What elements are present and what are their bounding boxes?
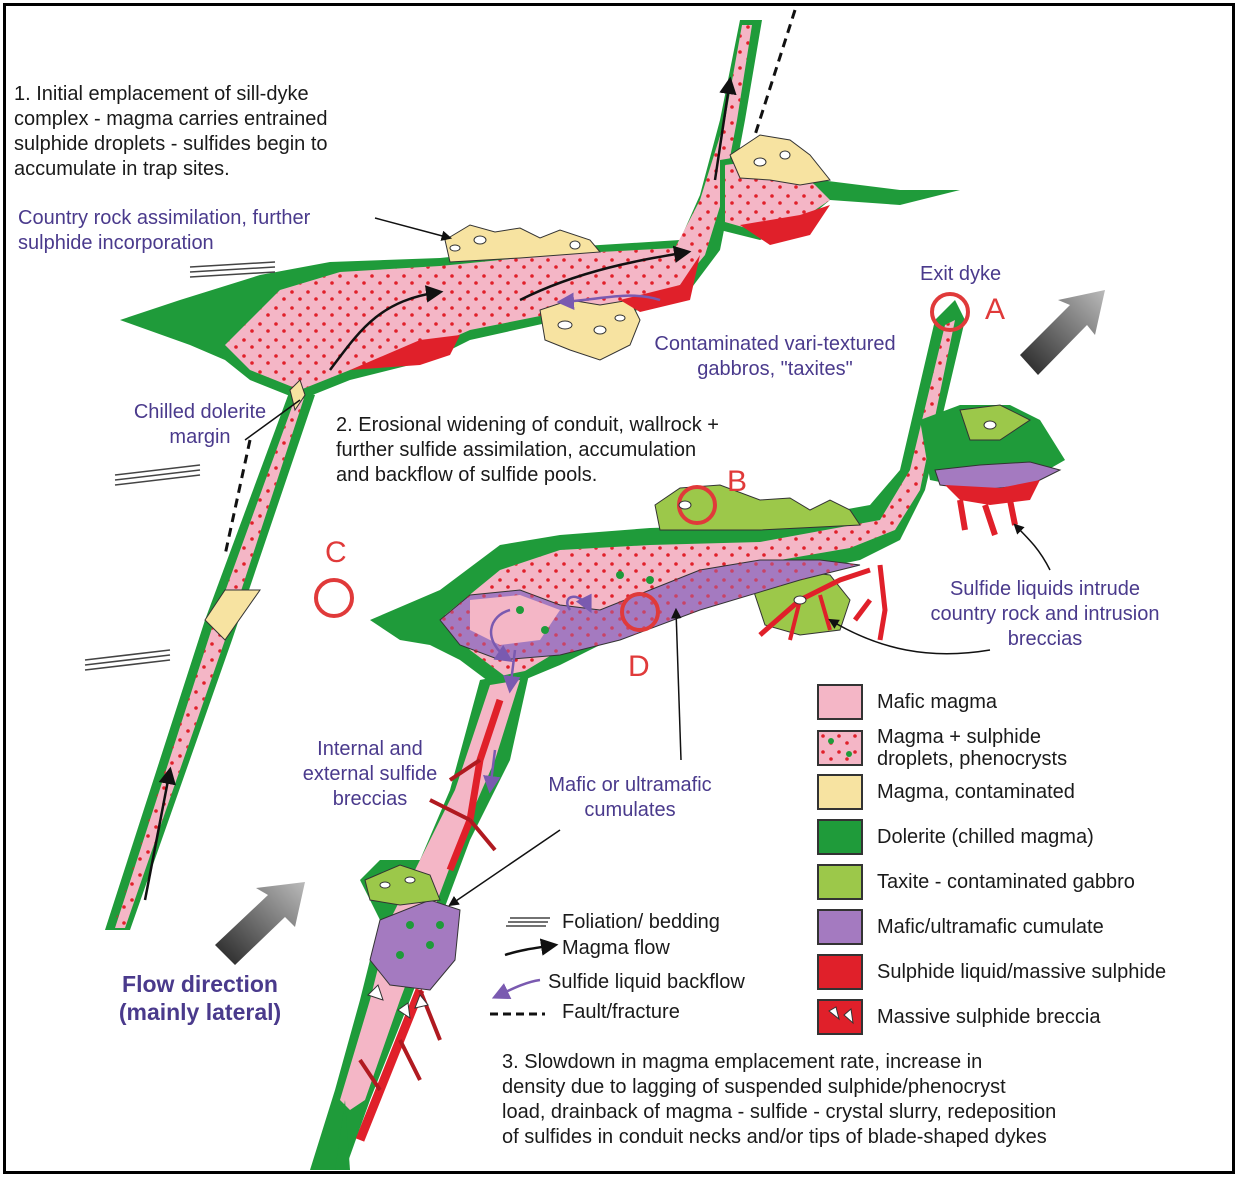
locality-b: B [727,467,747,497]
breccias-label: Internal and external sulfide breccias [280,737,460,812]
legend-swatch [817,684,863,720]
legend-item: Mafic magma [817,684,997,720]
flow-direction-label: Flow direction (mainly lateral) [85,970,315,1026]
legend-label: Dolerite (chilled magma) [877,826,1094,848]
key-magma-flow: Magma flow [562,936,670,961]
legend-label: Mafic/ultramafic cumulate [877,916,1104,938]
legend-item: Dolerite (chilled magma) [817,819,1094,855]
key-symbols [490,918,555,1014]
legend-swatch [817,909,863,945]
legend-label: Sulphide liquid/massive sulphide [877,961,1166,983]
country-rock-label: Country rock assimilation, further sulph… [18,206,388,256]
legend-label: Magma + sulphide droplets, phenocrysts [877,726,1067,770]
locality-circle-c [316,580,352,616]
legend-item: Taxite - contaminated gabbro [817,864,1135,900]
legend-swatch [817,864,863,900]
upper-contaminated-magma [730,135,830,185]
locality-d: D [628,652,650,682]
legend-label: Mafic magma [877,691,997,713]
step-1-caption: 1. Initial emplacement of sill-dyke comp… [14,82,434,182]
legend-item: Magma + sulphide droplets, phenocrysts [817,726,1067,770]
sulfide-intrude-label: Sulfide liquids intrude country rock and… [895,577,1195,652]
legend-item: Magma, contaminated [817,774,1075,810]
legend-item: Sulphide liquid/massive sulphide [817,954,1166,990]
legend-swatch [817,730,863,766]
legend-swatch [817,999,863,1035]
locality-c: C [325,538,347,568]
key-backflow: Sulfide liquid backflow [548,970,745,995]
key-foliation: Foliation/ bedding [562,910,720,935]
key-fault: Fault/fracture [562,1000,680,1025]
taxites-label: Contaminated vari-textured gabbros, "tax… [640,332,910,382]
legend-swatch [817,954,863,990]
legend-swatch [817,774,863,810]
legend-item: Massive sulphide breccia [817,999,1100,1035]
legend-item: Mafic/ultramafic cumulate [817,909,1104,945]
legend-label: Massive sulphide breccia [877,1006,1100,1028]
locality-a: A [985,295,1005,325]
step-3-caption: 3. Slowdown in magma emplacement rate, i… [502,1050,1212,1150]
exit-dyke-label: Exit dyke [920,262,1040,287]
legend: Mafic magma Magma + sulphide droplets, p… [817,680,1232,1040]
legend-label: Magma, contaminated [877,781,1075,803]
legend-swatch [817,819,863,855]
legend-label: Taxite - contaminated gabbro [877,871,1135,893]
chilled-margin-label: Chilled dolerite margin [110,400,290,450]
cumulates-label: Mafic or ultramafic cumulates [510,773,750,823]
